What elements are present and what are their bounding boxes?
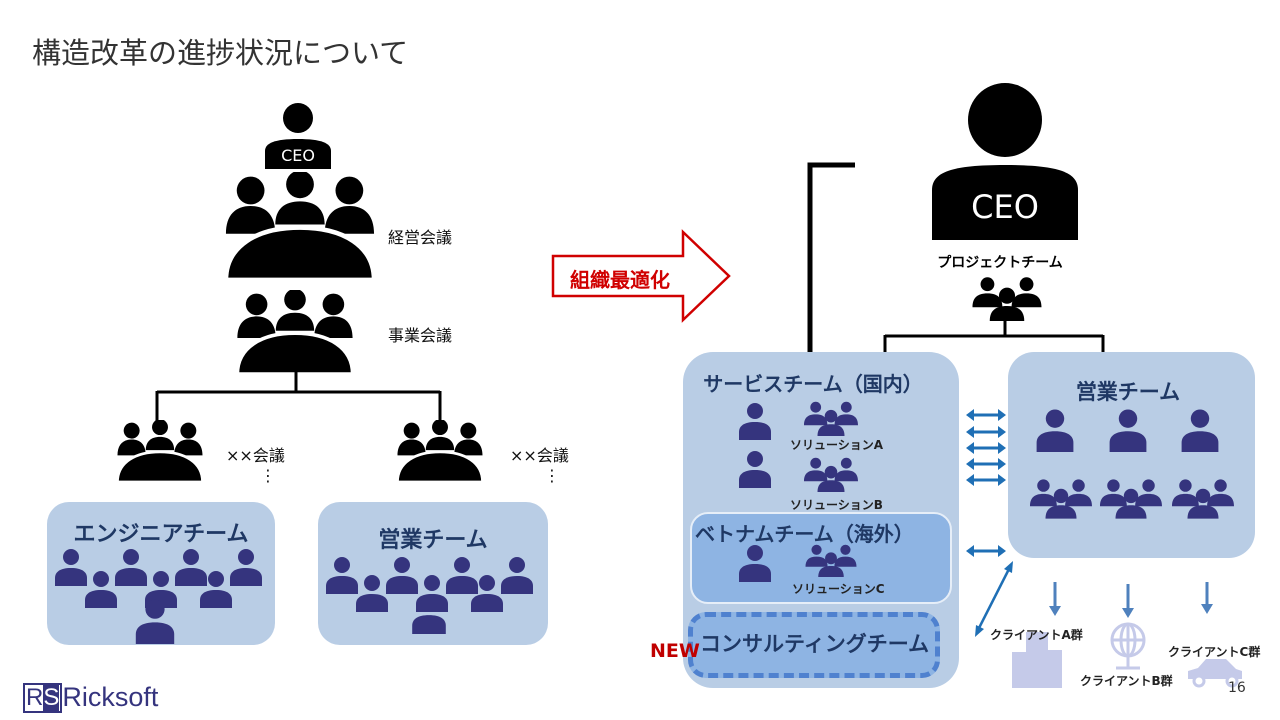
ellipsis: ⋮: [544, 466, 560, 485]
ceo-large-label: CEO: [971, 188, 1039, 226]
client-b-label: クライアントB群: [1080, 674, 1173, 688]
sales-team-box-left: 営業チーム: [318, 502, 548, 645]
management-meeting-label: 経営会議: [388, 228, 453, 247]
ellipsis: ⋮: [260, 466, 276, 485]
optimization-arrow: [551, 229, 731, 323]
client-c-label: クライアントC群: [1168, 645, 1261, 659]
consulting-team-box: [688, 612, 940, 678]
engineer-team-box: エンジニアチーム: [47, 502, 275, 645]
service-team-label: サービスチーム（国内）: [703, 372, 923, 396]
page-number: 16: [1228, 680, 1246, 696]
consulting-team-label: コンサルティングチーム: [700, 632, 930, 656]
ceo-large-icon: [932, 83, 1078, 240]
solution-a-label: ソリューションA: [790, 438, 884, 452]
car-icon: [1188, 659, 1242, 688]
project-team-label: プロジェクトチーム: [937, 255, 1063, 271]
solution-b-label: ソリューションB: [790, 498, 883, 512]
globe-icon: [1110, 622, 1146, 670]
ceo-person-icon: [265, 103, 331, 169]
page-title: 構造改革の進捗状況について: [32, 36, 409, 70]
ceo-label: CEO: [281, 146, 315, 165]
building-icon: [1012, 632, 1062, 688]
client-a-label: クライアントA群: [990, 628, 1083, 642]
ricksoft-logo: RS Ricksoft: [23, 682, 158, 713]
optimization-label: 組織最適化: [570, 268, 670, 292]
xx-meeting-label: ××会議: [226, 446, 285, 465]
sales-team-label: 営業チーム: [378, 528, 488, 553]
solution-c-label: ソリューションC: [792, 582, 885, 596]
xx-meeting-label: ××会議: [510, 446, 569, 465]
sales-team-box-right: [1008, 352, 1255, 558]
sales-team-right-label: 営業チーム: [1075, 380, 1181, 404]
business-meeting-label: 事業会議: [388, 326, 453, 345]
engineer-team-label: エンジニアチーム: [73, 522, 249, 547]
vietnam-team-label: ベトナムチーム（海外）: [695, 522, 914, 546]
new-badge: NEW: [650, 640, 700, 662]
